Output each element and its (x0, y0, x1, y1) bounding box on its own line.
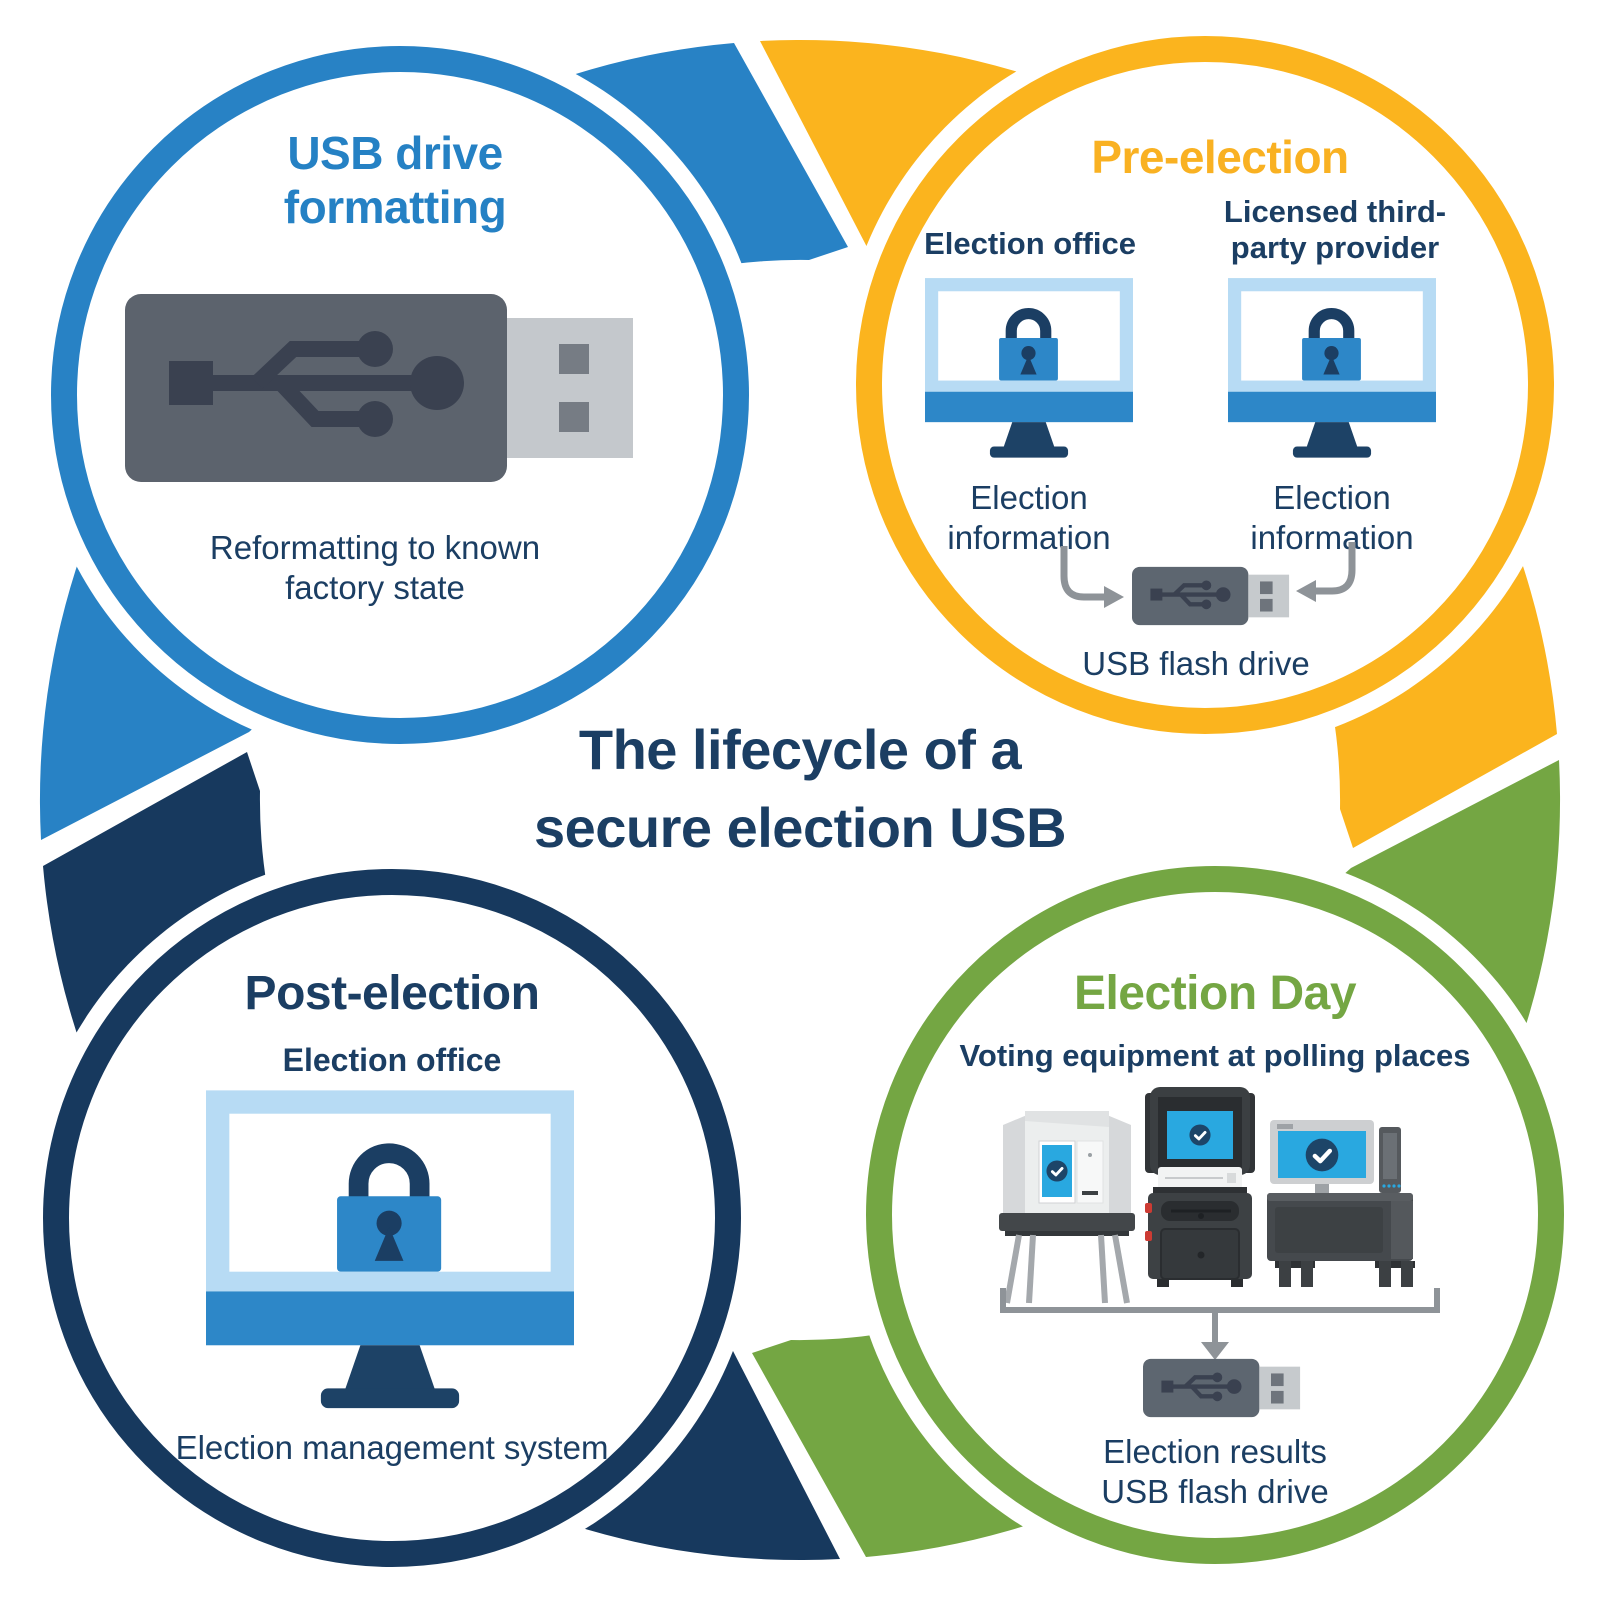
page-title-line1: The lifecycle of a (578, 718, 1022, 781)
pre-election-provider-header: Licensed third-party provider (1223, 194, 1447, 265)
stage-title-pre-election: Pre-election (1091, 131, 1349, 183)
stage-title-post-election: Post-election (244, 967, 540, 1020)
pre-election-office-header: Election office (924, 226, 1136, 261)
usb-flash-drive-icon (1132, 562, 1292, 630)
monitor-lock-icon (1228, 278, 1436, 475)
usb-flash-drive-icon (1143, 1354, 1303, 1422)
election-day-usb-caption: Election results USB flash drive (1101, 1433, 1329, 1511)
pre-election-usb-caption: USB flash drive (1082, 645, 1310, 682)
pre-election-ring (856, 36, 1554, 734)
stage-title-usb-formatting: USB drive formatting (283, 127, 507, 234)
monitor-lock-icon (925, 278, 1133, 475)
ballot-marking-device-icon (1145, 1087, 1255, 1287)
stage-title-election-day: Election Day (1073, 967, 1357, 1020)
voting-booth-icon (999, 1111, 1135, 1304)
pre-election-provider-caption: Election information (1250, 479, 1414, 557)
election-day-subtitle: Voting equipment at polling places (959, 1038, 1471, 1073)
transfer-arrows-icon (1060, 542, 1356, 608)
usb-drive-icon (125, 294, 633, 482)
page-title-line2: secure election USB (533, 796, 1067, 859)
monitor-lock-icon (206, 1090, 574, 1439)
collection-bracket-arrow-icon (1000, 1288, 1440, 1360)
post-election-caption: Election management system (175, 1429, 609, 1466)
pre-election-office-caption: Election information (947, 479, 1111, 557)
post-election-office-header: Election office (282, 1042, 502, 1078)
stage-caption-usb-formatting: Reformatting to known factory state (209, 529, 541, 607)
tabulator-computer-icon (1267, 1120, 1415, 1287)
voting-equipment-icons (999, 1087, 1415, 1304)
